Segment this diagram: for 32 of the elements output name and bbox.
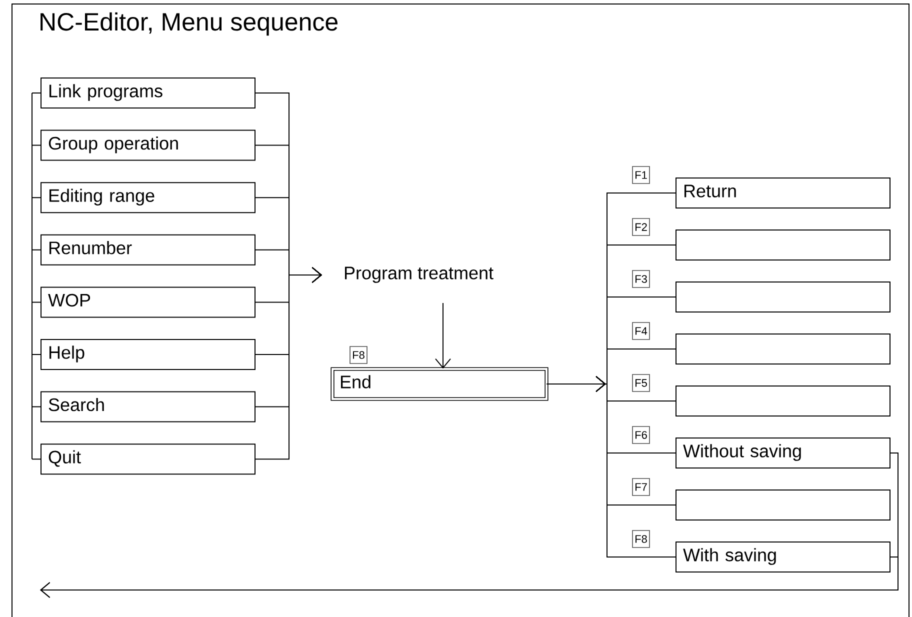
menu-box: Renumber [40,234,256,266]
menu-box: Return [676,178,890,208]
menu-box: Group operation [40,130,256,161]
menu-box [676,386,890,416]
connector [40,556,898,598]
key-badge: F5 [632,374,650,392]
menu-box: Without saving [676,438,890,468]
menu-box [676,490,890,520]
connector [435,302,451,369]
key-badge: F7 [632,478,650,496]
connector [546,376,676,558]
menu-box: Quit [40,444,256,475]
menu-box: Help [40,339,256,370]
menu-box [676,230,890,260]
key-badge: F8 [350,346,368,364]
menu-box [676,334,890,364]
process-label: Program treatment [344,266,494,283]
key-badge: F4 [632,322,650,340]
menu-box: Search [40,391,256,422]
menu-box: Link programs [40,78,256,108]
menu-box: End [330,367,548,401]
menu-box [676,282,890,312]
key-badge: F1 [632,166,650,184]
connector [255,267,322,460]
menu-box: WOP [40,286,256,318]
key-badge: F6 [632,426,650,444]
key-badge: F2 [632,218,650,236]
menu-box: Editing range [40,182,256,214]
key-badge: F3 [632,270,650,288]
title: NC-Editor, Menu sequence [40,12,338,36]
key-badge: F8 [632,530,650,548]
menu-box: With saving [676,542,890,572]
